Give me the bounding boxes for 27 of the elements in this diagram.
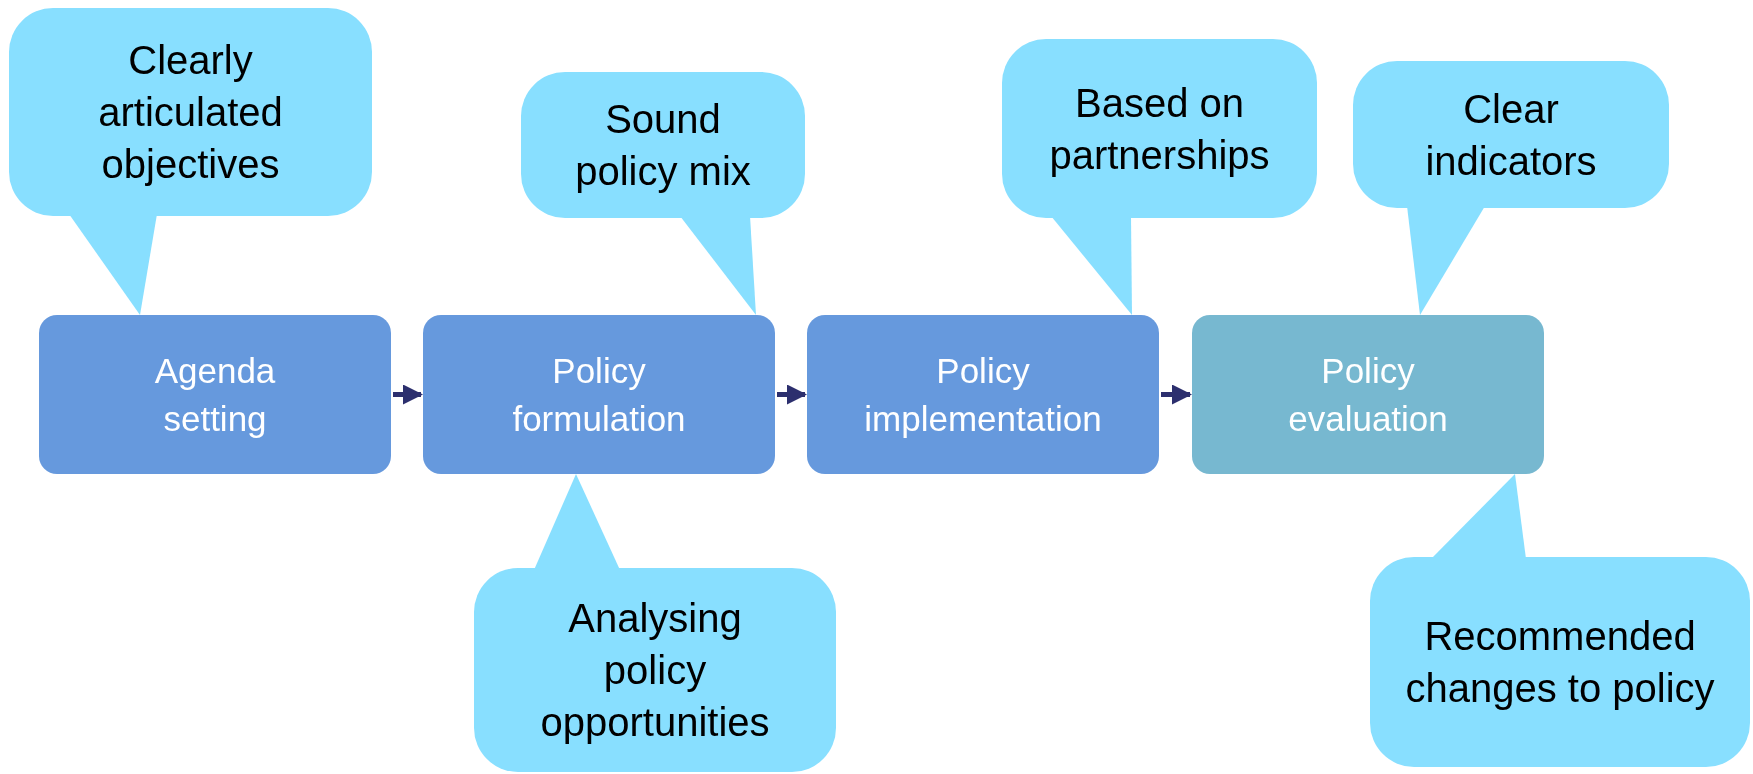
speech-bubble xyxy=(1370,557,1750,767)
callout-text: Clearly articulated objectives xyxy=(97,37,284,188)
callout-tail xyxy=(1051,216,1132,315)
speech-bubble xyxy=(1002,39,1317,218)
speech-bubble xyxy=(474,568,836,772)
arrow xyxy=(1161,384,1192,405)
speech-bubble xyxy=(9,8,372,216)
process-box xyxy=(807,315,1159,474)
callout-text: Analysing policy opportunities xyxy=(539,595,771,746)
arrow xyxy=(393,384,423,405)
process-box xyxy=(423,315,775,474)
callout-text: Recommended changes to policy xyxy=(1404,613,1716,712)
step-label: Policy implementation xyxy=(863,350,1103,440)
step-label: Policy evaluation xyxy=(1287,350,1449,440)
callout-tail xyxy=(1407,206,1485,315)
callout-text: Sound policy mix xyxy=(574,96,752,195)
callout-tail xyxy=(534,474,620,570)
callout-tail xyxy=(680,216,756,315)
process-box xyxy=(39,315,391,474)
callout-tail xyxy=(69,214,157,315)
step-label: Policy formulation xyxy=(511,350,687,440)
step-label: Agenda setting xyxy=(153,350,277,440)
callout-text: Based on partnerships xyxy=(1048,79,1271,179)
callout-text: Clear indicators xyxy=(1424,85,1598,185)
callout-tail xyxy=(1431,474,1526,559)
process-box xyxy=(1192,315,1544,474)
arrow xyxy=(777,384,807,405)
